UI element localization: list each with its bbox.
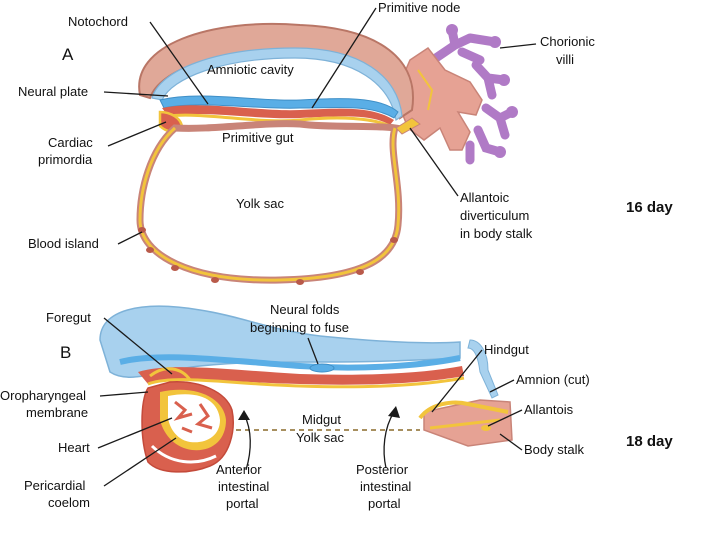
panel-b-day: 18 day <box>626 433 673 450</box>
label-midgut: Midgut <box>302 412 341 427</box>
label-oropharyngeal-1: Oropharyngeal <box>0 388 86 403</box>
label-posterior-portal-3: portal <box>368 496 401 511</box>
label-allantoic-2: diverticulum <box>460 208 529 223</box>
label-notochord: Notochord <box>68 14 128 29</box>
label-chorionic-villi-1: Chorionic <box>540 34 595 49</box>
label-pericardial-1: Pericardial <box>24 478 86 493</box>
label-oropharyngeal-2: membrane <box>26 405 88 420</box>
amnion-cut-shape <box>467 339 499 399</box>
label-posterior-portal-1: Posterior <box>356 462 409 477</box>
label-yolk-sac-b: Yolk sac <box>296 430 344 445</box>
blood-island-dots <box>138 227 398 285</box>
label-hindgut: Hindgut <box>484 342 529 357</box>
hindgut-shape <box>418 400 509 420</box>
label-heart: Heart <box>58 440 90 455</box>
allantois-shape <box>481 425 491 431</box>
label-neural-folds-2: beginning to fuse <box>250 320 349 335</box>
label-posterior-portal-2: intestinal <box>360 479 411 494</box>
label-anterior-portal-1: Anterior <box>216 462 262 477</box>
label-amnion-cut: Amnion (cut) <box>516 372 590 387</box>
label-neural-plate: Neural plate <box>18 84 88 99</box>
label-cardiac-primordia-2: primordia <box>38 152 93 167</box>
panel-b: B 18 day Foregut Neural folds beginning … <box>0 302 673 511</box>
foregut-shape <box>149 367 192 381</box>
label-primitive-gut: Primitive gut <box>222 130 294 145</box>
panel-a: A 16 day Notochord Primitive node Chorio… <box>18 0 673 285</box>
panel-a-day: 16 day <box>626 199 673 216</box>
panel-a-letter: A <box>62 45 74 64</box>
label-allantois: Allantois <box>524 402 574 417</box>
label-anterior-portal-3: portal <box>226 496 259 511</box>
label-chorionic-villi-2: villi <box>556 52 574 67</box>
label-cardiac-primordia-1: Cardiac <box>48 135 93 150</box>
label-yolk-sac: Yolk sac <box>236 196 284 211</box>
label-allantoic-3: in body stalk <box>460 226 533 241</box>
label-anterior-portal-2: intestinal <box>218 479 269 494</box>
label-body-stalk: Body stalk <box>524 442 584 457</box>
label-neural-folds-1: Neural folds <box>270 302 340 317</box>
chorionic-villi-shape <box>425 24 518 165</box>
label-blood-island: Blood island <box>28 236 99 251</box>
panel-b-letter: B <box>60 343 71 362</box>
label-allantoic-1: Allantoic <box>460 190 510 205</box>
label-amniotic-cavity: Amniotic cavity <box>207 62 294 77</box>
label-pericardial-2: coelom <box>48 495 90 510</box>
neural-plate-shape <box>159 95 399 119</box>
label-foregut: Foregut <box>46 310 91 325</box>
allantoic-diverticulum-shape <box>395 117 421 135</box>
label-primitive-node: Primitive node <box>378 0 460 15</box>
